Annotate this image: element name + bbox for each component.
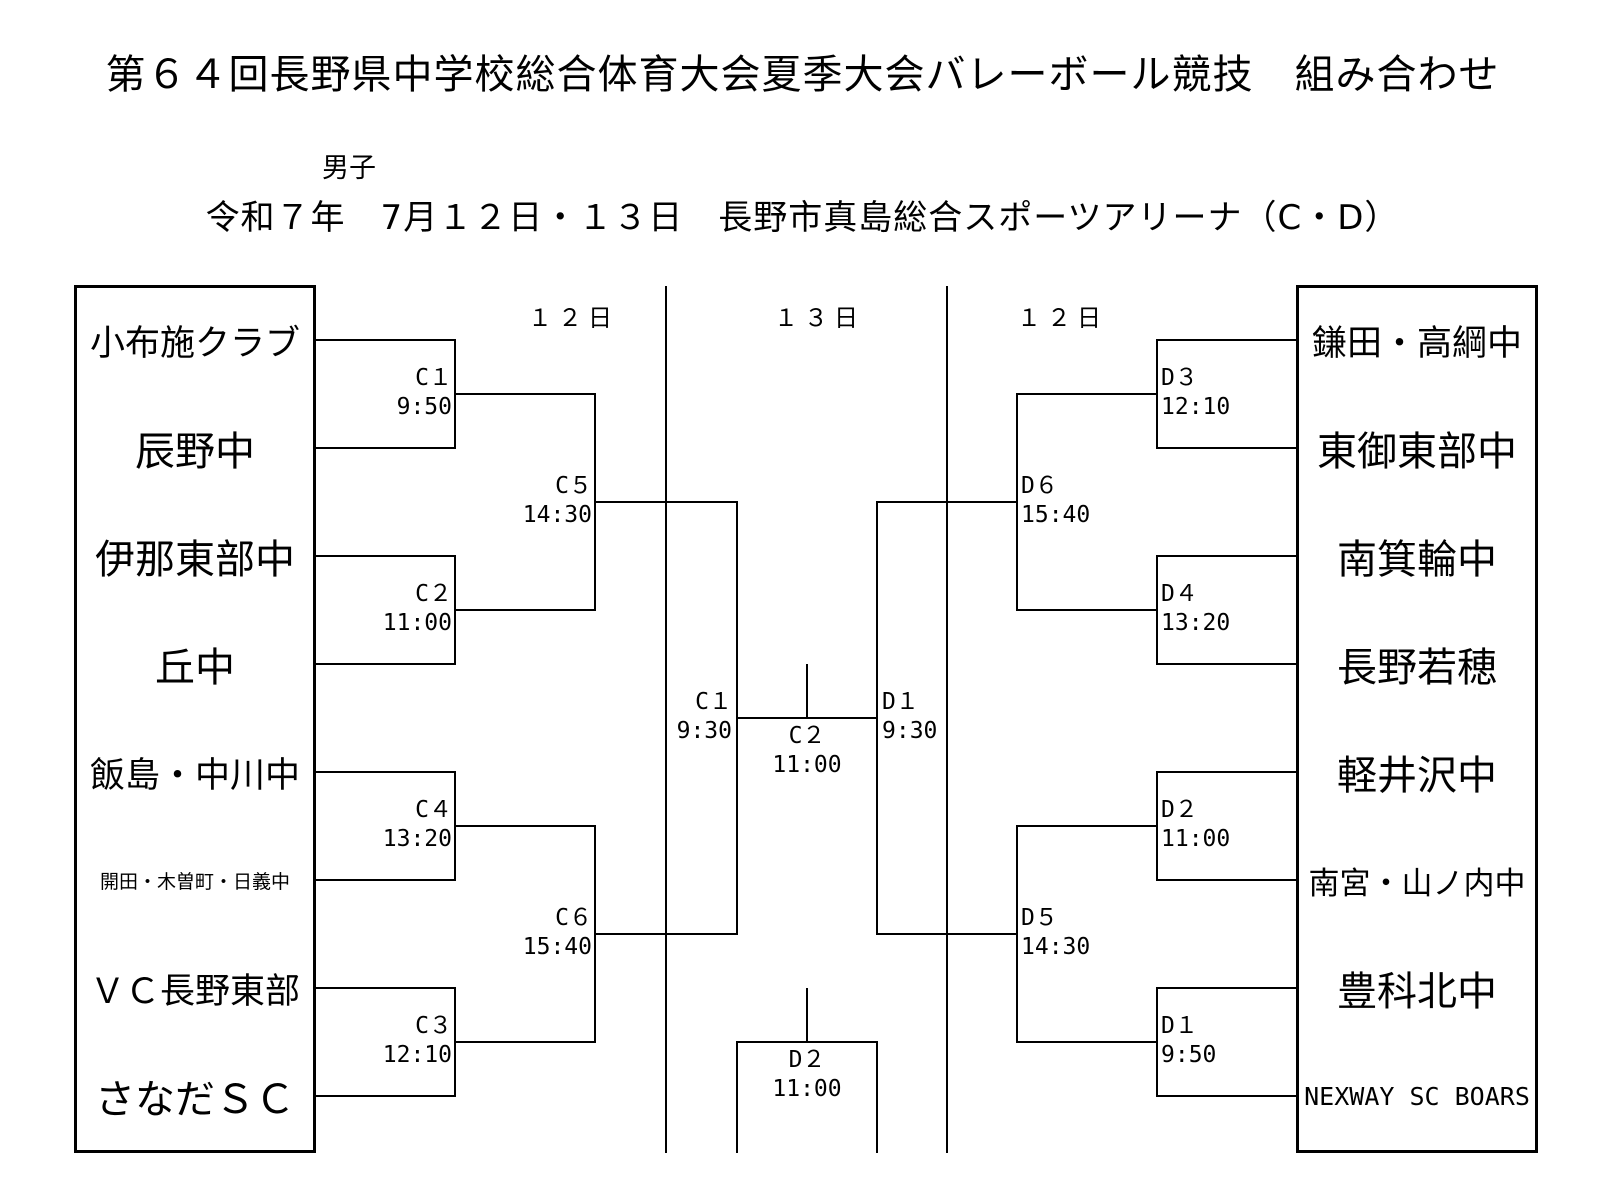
match-time: 11:00 bbox=[772, 752, 842, 778]
team-box: 南箕輪中 bbox=[1297, 502, 1537, 610]
team-box: 開田・木曽町・日義中 bbox=[75, 826, 315, 934]
team-box: さなだＳＣ bbox=[75, 1042, 315, 1150]
match-time: 15:40 bbox=[1021, 502, 1091, 528]
match-code: C５ bbox=[555, 473, 592, 499]
match-label-c2-final: C２ 11:00 bbox=[757, 722, 857, 780]
match-code: D３ bbox=[1161, 365, 1198, 391]
match-time: 15:40 bbox=[522, 934, 592, 960]
match-label-c6: C６ 15:40 bbox=[492, 904, 592, 962]
match-label-d5: D５ 14:30 bbox=[1021, 904, 1121, 962]
match-code: D６ bbox=[1021, 473, 1058, 499]
match-code: D５ bbox=[1021, 905, 1058, 931]
match-code: D１ bbox=[1161, 1013, 1198, 1039]
match-time: 12:10 bbox=[382, 1042, 452, 1068]
match-code: D１ bbox=[882, 689, 919, 715]
match-label-c1-final: C１ 9:30 bbox=[632, 688, 732, 746]
match-code: C６ bbox=[555, 905, 592, 931]
day-label-center: １３日 bbox=[774, 304, 864, 332]
match-time: 14:30 bbox=[1021, 934, 1091, 960]
match-label-d2: D２ 11:00 bbox=[1161, 796, 1261, 854]
match-time: 14:30 bbox=[522, 502, 592, 528]
match-time: 11:00 bbox=[1161, 826, 1231, 852]
team-box: 丘中 bbox=[75, 610, 315, 718]
match-time: 9:50 bbox=[396, 394, 452, 420]
day-label-right: １２日 bbox=[1017, 304, 1107, 332]
match-code: C３ bbox=[415, 1013, 452, 1039]
match-label-c1: C１ 9:50 bbox=[352, 364, 452, 422]
team-box: 辰野中 bbox=[75, 394, 315, 502]
match-code: D２ bbox=[788, 1047, 826, 1073]
team-box: 軽井沢中 bbox=[1297, 718, 1537, 826]
match-code: C４ bbox=[415, 797, 452, 823]
day-label-left: １２日 bbox=[528, 304, 618, 332]
match-time: 12:10 bbox=[1161, 394, 1231, 420]
match-code: C２ bbox=[788, 723, 826, 749]
match-time: 13:20 bbox=[382, 826, 452, 852]
match-time: 13:20 bbox=[1161, 610, 1231, 636]
team-box: 鎌田・高綱中 bbox=[1297, 286, 1537, 394]
match-code: C２ bbox=[415, 581, 452, 607]
gender-label: 男子 bbox=[322, 153, 376, 184]
match-label-d6: D６ 15:40 bbox=[1021, 472, 1121, 530]
match-label-c5: C５ 14:30 bbox=[492, 472, 592, 530]
event-date-venue: 令和７年 7月１２日・１３日 長野市真島総合スポーツアリーナ（C・D） bbox=[205, 198, 1400, 238]
match-time: 11:00 bbox=[382, 610, 452, 636]
team-box: NEXWAY SC BOARS bbox=[1297, 1042, 1537, 1150]
match-label-d1-final: D１ 9:30 bbox=[882, 688, 982, 746]
team-box: ＶＣ長野東部 bbox=[75, 934, 315, 1042]
match-time: 9:30 bbox=[882, 718, 938, 744]
page-title: 第６４回長野県中学校総合体育大会夏季大会バレーボール競技 組み合わせ bbox=[105, 52, 1500, 98]
match-time: 9:50 bbox=[1161, 1042, 1217, 1068]
match-code: C１ bbox=[415, 365, 452, 391]
team-box: 長野若穂 bbox=[1297, 610, 1537, 718]
team-box: 東御東部中 bbox=[1297, 394, 1537, 502]
match-label-d3: D３ 12:10 bbox=[1161, 364, 1261, 422]
match-label-c2: C２ 11:00 bbox=[352, 580, 452, 638]
team-box: 豊科北中 bbox=[1297, 934, 1537, 1042]
team-box: 飯島・中川中 bbox=[75, 718, 315, 826]
match-label-d2-final: D２ 11:00 bbox=[757, 1046, 857, 1104]
match-code: D４ bbox=[1161, 581, 1198, 607]
match-label-c3: C３ 12:10 bbox=[352, 1012, 452, 1070]
team-box: 南宮・山ノ内中 bbox=[1297, 826, 1537, 934]
match-code: C１ bbox=[695, 689, 732, 715]
match-label-d4: D４ 13:20 bbox=[1161, 580, 1261, 638]
match-time: 9:30 bbox=[676, 718, 732, 744]
team-box: 伊那東部中 bbox=[75, 502, 315, 610]
match-code: D２ bbox=[1161, 797, 1198, 823]
match-label-c4: C４ 13:20 bbox=[352, 796, 452, 854]
match-time: 11:00 bbox=[772, 1076, 842, 1102]
match-label-d1: D１ 9:50 bbox=[1161, 1012, 1261, 1070]
team-box: 小布施クラブ bbox=[75, 286, 315, 394]
